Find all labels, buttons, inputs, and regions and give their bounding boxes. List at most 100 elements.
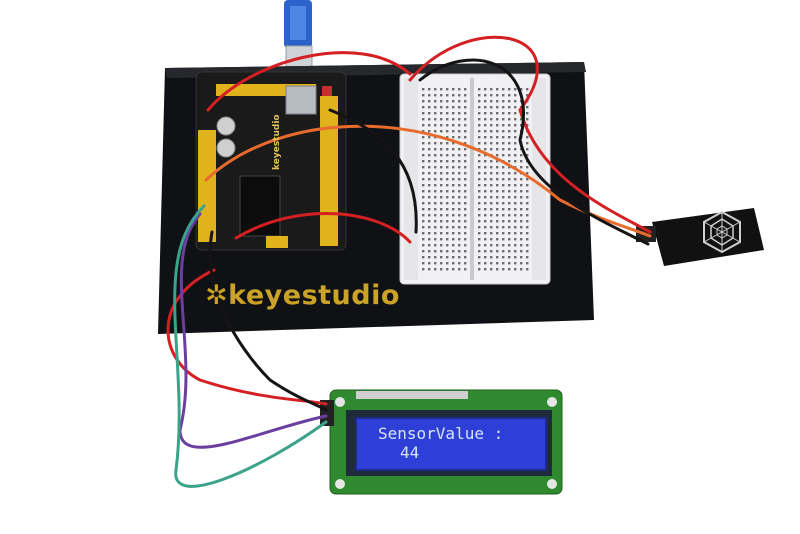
breadboard-hole — [496, 142, 499, 145]
breadboard-hole — [478, 118, 481, 121]
breadboard-hole — [458, 256, 461, 259]
breadboard-hole — [526, 256, 529, 259]
breadboard-hole — [446, 190, 449, 193]
breadboard-hole — [526, 178, 529, 181]
breadboard-hole — [508, 232, 511, 235]
breadboard-hole — [446, 88, 449, 91]
breadboard-hole — [496, 178, 499, 181]
breadboard-hole — [520, 184, 523, 187]
breadboard-hole — [502, 172, 505, 175]
breadboard-hole — [526, 238, 529, 241]
breadboard-hole — [526, 184, 529, 187]
breadboard-hole — [484, 166, 487, 169]
breadboard-hole — [440, 268, 443, 271]
breadboard-hole — [490, 190, 493, 193]
breadboard-hole — [452, 160, 455, 163]
breadboard-hole — [484, 154, 487, 157]
breadboard-hole — [520, 238, 523, 241]
breadboard-hole — [478, 190, 481, 193]
breadboard-hole — [422, 196, 425, 199]
breadboard-hole — [526, 226, 529, 229]
breadboard-hole — [422, 142, 425, 145]
breadboard-hole — [446, 106, 449, 109]
breadboard-hole — [496, 268, 499, 271]
breadboard-hole — [458, 232, 461, 235]
breadboard-hole — [520, 178, 523, 181]
breadboard-hole — [446, 202, 449, 205]
breadboard-hole — [440, 184, 443, 187]
breadboard-hole — [502, 166, 505, 169]
breadboard-hole — [446, 232, 449, 235]
breadboard-hole — [526, 136, 529, 139]
breadboard-hole — [514, 136, 517, 139]
breadboard-hole — [428, 160, 431, 163]
breadboard-hole — [452, 256, 455, 259]
breadboard-hole — [452, 100, 455, 103]
breadboard-hole — [434, 154, 437, 157]
breadboard-hole — [508, 214, 511, 217]
breadboard-hole — [514, 130, 517, 133]
breadboard-hole — [440, 250, 443, 253]
breadboard-hole — [434, 118, 437, 121]
breadboard-hole — [508, 190, 511, 193]
breadboard-hole — [446, 244, 449, 247]
breadboard-hole — [452, 208, 455, 211]
breadboard-hole — [484, 130, 487, 133]
breadboard-hole — [514, 226, 517, 229]
breadboard-hole — [508, 88, 511, 91]
breadboard-hole — [422, 214, 425, 217]
breadboard-hole — [478, 130, 481, 133]
breadboard-hole — [484, 268, 487, 271]
breadboard-hole — [458, 214, 461, 217]
breadboard-hole — [484, 160, 487, 163]
breadboard-hole — [508, 262, 511, 265]
breadboard-hole — [484, 214, 487, 217]
breadboard-hole — [434, 160, 437, 163]
breadboard-hole — [452, 196, 455, 199]
breadboard-hole — [446, 256, 449, 259]
breadboard-hole — [526, 94, 529, 97]
breadboard-hole — [428, 118, 431, 121]
breadboard-hole — [496, 214, 499, 217]
breadboard-hole — [464, 130, 467, 133]
breadboard-hole — [434, 256, 437, 259]
breadboard-hole — [496, 148, 499, 151]
breadboard-hole — [484, 250, 487, 253]
breadboard-hole — [464, 202, 467, 205]
breadboard-hole — [446, 160, 449, 163]
breadboard-hole — [428, 208, 431, 211]
breadboard-hole — [484, 196, 487, 199]
breadboard-hole — [526, 166, 529, 169]
breadboard-hole — [452, 238, 455, 241]
breadboard-hole — [422, 94, 425, 97]
breadboard-hole — [452, 106, 455, 109]
breadboard-hole — [434, 208, 437, 211]
breadboard-hole — [490, 256, 493, 259]
breadboard-hole — [452, 250, 455, 253]
breadboard-hole — [490, 118, 493, 121]
breadboard-hole — [514, 190, 517, 193]
breadboard-hole — [464, 214, 467, 217]
breadboard-hole — [440, 220, 443, 223]
breadboard-hole — [458, 154, 461, 157]
breadboard-hole — [422, 100, 425, 103]
breadboard-hole — [422, 268, 425, 271]
breadboard-hole — [452, 214, 455, 217]
breadboard-hole — [496, 190, 499, 193]
breadboard-hole — [496, 250, 499, 253]
breadboard-hole — [520, 190, 523, 193]
breadboard-hole — [434, 190, 437, 193]
breadboard-hole — [484, 226, 487, 229]
breadboard-hole — [458, 226, 461, 229]
breadboard-hole — [434, 184, 437, 187]
breadboard-hole — [520, 208, 523, 211]
breadboard-hole — [526, 142, 529, 145]
breadboard-hole — [478, 178, 481, 181]
breadboard-hole — [502, 148, 505, 151]
breadboard-hole — [508, 106, 511, 109]
breadboard-hole — [526, 262, 529, 265]
breadboard-hole — [440, 142, 443, 145]
breadboard-hole — [490, 214, 493, 217]
breadboard-hole — [434, 130, 437, 133]
breadboard-hole — [434, 202, 437, 205]
